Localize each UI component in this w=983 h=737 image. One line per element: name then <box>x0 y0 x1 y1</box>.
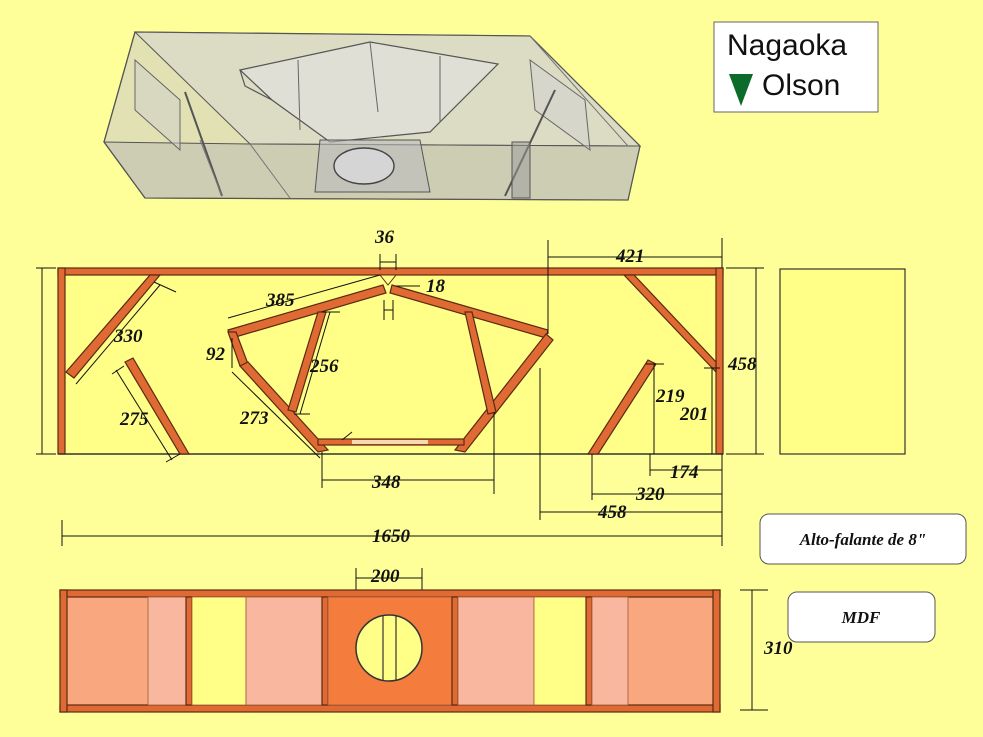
dim-short: 92 <box>206 344 226 365</box>
dim-lower-diag: 273 <box>239 408 269 429</box>
dim-r174: 174 <box>670 462 699 483</box>
dim-top-right: 421 <box>615 246 645 267</box>
dim-depth: 310 <box>763 638 793 659</box>
side-view <box>779 268 906 455</box>
logo-box: Nagaoka Olson <box>713 21 879 113</box>
dim-right-baffle: 219 <box>655 386 685 407</box>
dim-notch: 36 <box>374 227 395 248</box>
dim-left-diag: 330 <box>113 326 143 347</box>
dim-left-baffle: 275 <box>119 409 149 430</box>
cross-section-view <box>57 267 724 455</box>
dim-front-panel: 385 <box>265 290 295 311</box>
dim-opening: 348 <box>371 472 401 493</box>
logo-text-olson: Olson <box>762 69 840 102</box>
dim-right-gap: 201 <box>679 404 709 425</box>
front-view <box>59 589 721 713</box>
dimension-lines <box>36 238 768 711</box>
dimension-texts: 36 18 421 458 330 275 385 92 256 273 348… <box>113 227 793 659</box>
dim-height: 458 <box>727 354 757 375</box>
dim-hole: 200 <box>370 566 400 587</box>
speaker-hole <box>355 614 423 682</box>
triangle-marker-icon <box>729 74 753 106</box>
material-label-box: MDF <box>787 591 936 643</box>
speaker-label-box: Alto-falante de 8" <box>759 513 967 565</box>
dim-inner-diag: 256 <box>309 356 339 377</box>
dim-gap: 18 <box>426 276 446 297</box>
dim-length: 1650 <box>372 526 411 547</box>
dim-r320: 320 <box>635 484 665 505</box>
material-label: MDF <box>841 608 881 627</box>
dim-r458: 458 <box>597 502 627 523</box>
isometric-view <box>103 31 642 201</box>
logo-text-nagaoka: Nagaoka <box>727 29 847 62</box>
speaker-label: Alto-falante de 8" <box>799 530 927 549</box>
